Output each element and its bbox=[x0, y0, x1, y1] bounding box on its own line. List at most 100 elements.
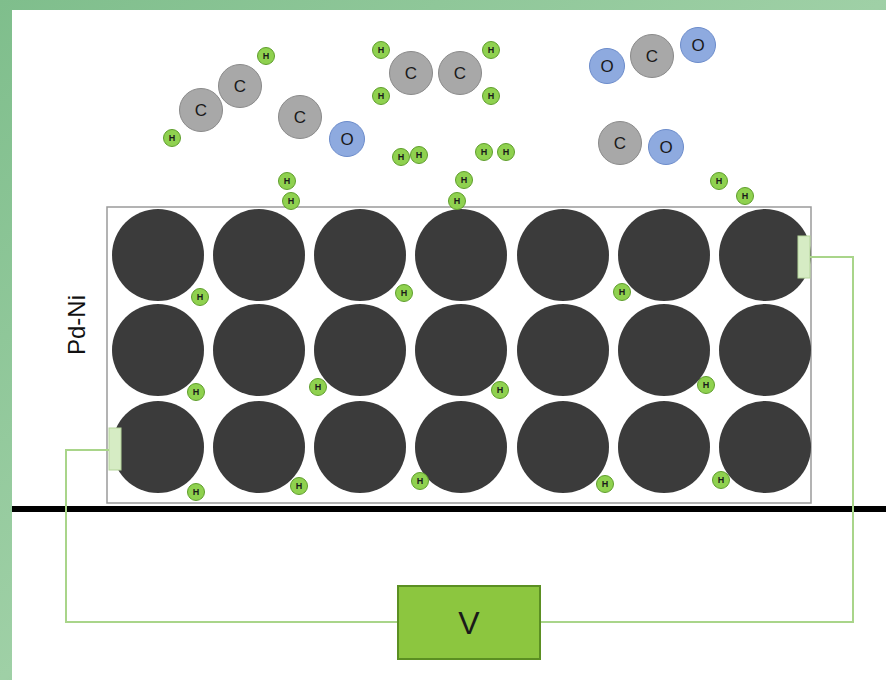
hydrogen-atom: H bbox=[187, 483, 205, 501]
hydrogen-atom: H bbox=[712, 471, 730, 489]
hydrogen-atom: H bbox=[411, 472, 429, 490]
hydrogen-atom: H bbox=[455, 171, 473, 189]
atom-symbol: H bbox=[417, 477, 424, 486]
carbon-atom: C bbox=[630, 34, 674, 78]
atom-symbol: O bbox=[340, 131, 353, 148]
hydrogen-atom: H bbox=[710, 172, 728, 190]
hydrogen-atom: H bbox=[257, 47, 275, 65]
carbon-atom: C bbox=[218, 64, 262, 108]
atom-symbol: C bbox=[614, 135, 626, 152]
atom-symbol: H bbox=[503, 148, 510, 157]
atom-symbol: H bbox=[718, 476, 725, 485]
atom-symbol: H bbox=[619, 288, 626, 297]
wire bbox=[541, 257, 853, 622]
grain bbox=[719, 209, 811, 301]
voltmeter-box: V bbox=[397, 585, 541, 660]
grain bbox=[517, 209, 609, 301]
hydrogen-atom: H bbox=[596, 475, 614, 493]
atom-symbol: H bbox=[481, 148, 488, 157]
grain bbox=[314, 401, 406, 493]
film-outline bbox=[107, 207, 811, 503]
hydrogen-atom: H bbox=[278, 172, 296, 190]
hydrogen-atom: H bbox=[482, 87, 500, 105]
hydrogen-atom: H bbox=[191, 288, 209, 306]
atom-symbol: H bbox=[488, 46, 495, 55]
hydrogen-atom: H bbox=[309, 378, 327, 396]
atom-symbol: H bbox=[288, 197, 295, 206]
hydrogen-atom: H bbox=[290, 477, 308, 495]
meter-symbol: V bbox=[458, 607, 479, 639]
carbon-atom: C bbox=[389, 51, 433, 95]
atom-symbol: H bbox=[284, 177, 291, 186]
atom-symbol: H bbox=[398, 153, 405, 162]
atom-symbol: H bbox=[315, 383, 322, 392]
atom-symbol: C bbox=[294, 109, 306, 126]
hydrogen-atom: H bbox=[187, 383, 205, 401]
grain bbox=[314, 209, 406, 301]
atom-symbol: H bbox=[193, 388, 200, 397]
carbon-atom: C bbox=[438, 51, 482, 95]
atom-symbol: H bbox=[454, 197, 461, 206]
atom-symbol: O bbox=[659, 139, 672, 156]
atom-symbol: H bbox=[197, 293, 204, 302]
hydrogen-atom: H bbox=[410, 146, 428, 164]
hydrogen-atom: H bbox=[392, 148, 410, 166]
atom-symbol: H bbox=[703, 381, 710, 390]
atom-symbol: H bbox=[497, 386, 504, 395]
atom-symbol: O bbox=[691, 37, 704, 54]
atom-symbol: C bbox=[234, 78, 246, 95]
oxygen-atom: O bbox=[680, 27, 716, 63]
hydrogen-atom: H bbox=[736, 187, 754, 205]
oxygen-atom: O bbox=[648, 129, 684, 165]
film-layer: Pd-NiHHHHHHHHHHHH bbox=[107, 207, 811, 503]
carbon-atom: C bbox=[278, 95, 322, 139]
atom-symbol: H bbox=[716, 177, 723, 186]
atom-symbol: C bbox=[405, 65, 417, 82]
atom-symbol: H bbox=[378, 46, 385, 55]
atom-symbol: H bbox=[169, 134, 176, 143]
atom-symbol: C bbox=[646, 48, 658, 65]
hydrogen-atom: H bbox=[448, 192, 466, 210]
grain bbox=[719, 401, 811, 493]
hydrogen-atom: H bbox=[482, 41, 500, 59]
hydrogen-atom: H bbox=[497, 143, 515, 161]
atom-symbol: H bbox=[742, 192, 749, 201]
grain bbox=[517, 304, 609, 396]
carbon-atom: C bbox=[598, 121, 642, 165]
hydrogen-atom: H bbox=[475, 143, 493, 161]
grain bbox=[415, 209, 507, 301]
atom-symbol: H bbox=[193, 488, 200, 497]
grain bbox=[112, 209, 204, 301]
atom-symbol: H bbox=[263, 52, 270, 61]
grain bbox=[213, 304, 305, 396]
white-panel bbox=[12, 10, 886, 680]
hydrogen-atom: H bbox=[613, 283, 631, 301]
grain bbox=[719, 304, 811, 396]
atom-symbol: C bbox=[454, 65, 466, 82]
grain bbox=[213, 209, 305, 301]
hydrogen-atom: H bbox=[372, 87, 390, 105]
grain bbox=[618, 209, 710, 301]
atom-symbol: H bbox=[488, 92, 495, 101]
atom-symbol: C bbox=[195, 102, 207, 119]
oxygen-atom: O bbox=[589, 48, 625, 84]
contact-pad bbox=[798, 236, 810, 278]
grain bbox=[618, 401, 710, 493]
contact-pad bbox=[109, 428, 121, 470]
grain bbox=[112, 401, 204, 493]
metal-grains bbox=[112, 209, 811, 493]
hydrogen-atom: H bbox=[163, 129, 181, 147]
hydrogen-atom: H bbox=[372, 41, 390, 59]
substrate-line bbox=[12, 506, 886, 512]
oxygen-atom: O bbox=[329, 121, 365, 157]
film-label: Pd-Ni bbox=[65, 295, 89, 355]
hydrogen-atom: H bbox=[282, 192, 300, 210]
grain bbox=[112, 304, 204, 396]
grain bbox=[314, 304, 406, 396]
grain bbox=[517, 401, 609, 493]
atom-symbol: H bbox=[401, 289, 408, 298]
atom-symbol: O bbox=[600, 58, 613, 75]
atom-symbol: H bbox=[416, 151, 423, 160]
